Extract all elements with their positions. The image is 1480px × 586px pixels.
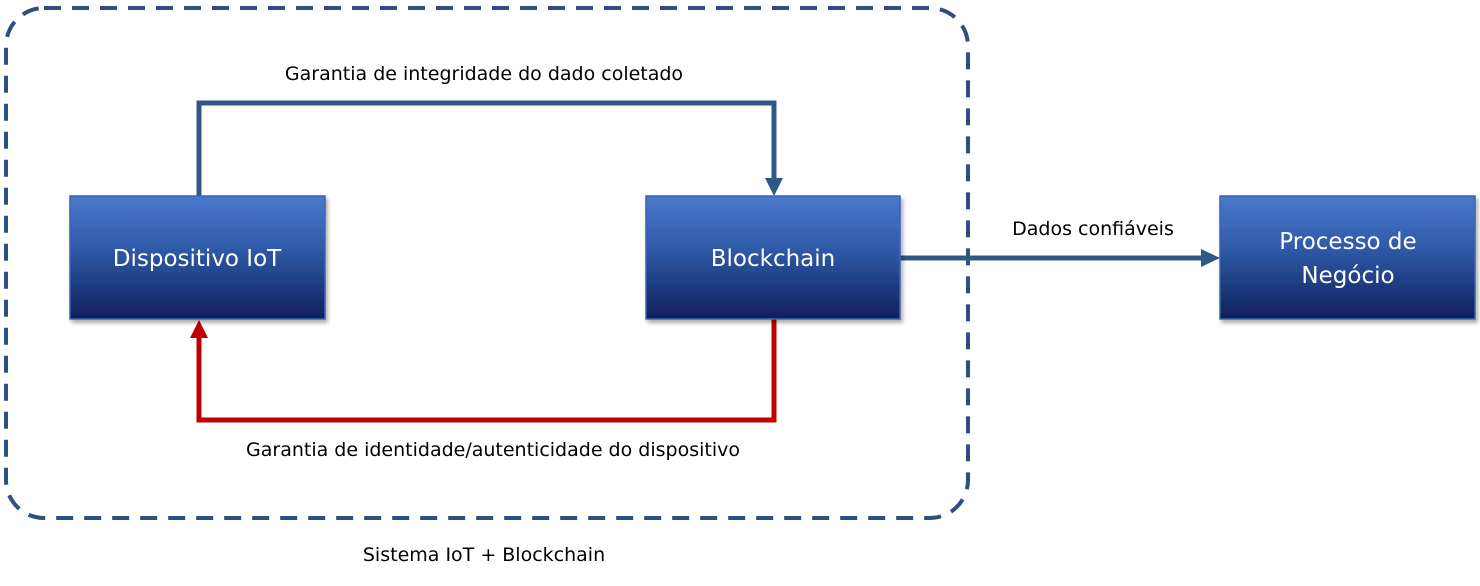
identity-arrowhead: [190, 320, 208, 338]
iot-device-label: Dispositivo IoT: [113, 246, 282, 272]
integrity-arrow: [196, 100, 783, 196]
integrity-arrowhead: [765, 178, 783, 196]
blockchain-label: Blockchain: [711, 246, 836, 272]
system-caption: Sistema IoT + Blockchain: [363, 544, 605, 566]
trusted-data-arrow: [900, 249, 1220, 267]
business-process-node: Processo de Negócio: [1219, 195, 1476, 320]
integrity-label: Garantia de integridade do dado coletado: [285, 63, 683, 85]
identity-label: Garantia de identidade/autenticidade do …: [246, 439, 740, 461]
business-process-label-line1: Processo de: [1279, 229, 1416, 255]
business-process-label-line2: Negócio: [1301, 263, 1394, 289]
identity-arrow: [190, 319, 777, 423]
trusted-data-label: Dados confiáveis: [1012, 218, 1174, 240]
trusted-data-arrowhead: [1201, 249, 1220, 267]
iot-device-node: Dispositivo IoT: [69, 195, 326, 320]
blockchain-node: Blockchain: [645, 195, 901, 320]
system-boundary: [4, 6, 970, 520]
